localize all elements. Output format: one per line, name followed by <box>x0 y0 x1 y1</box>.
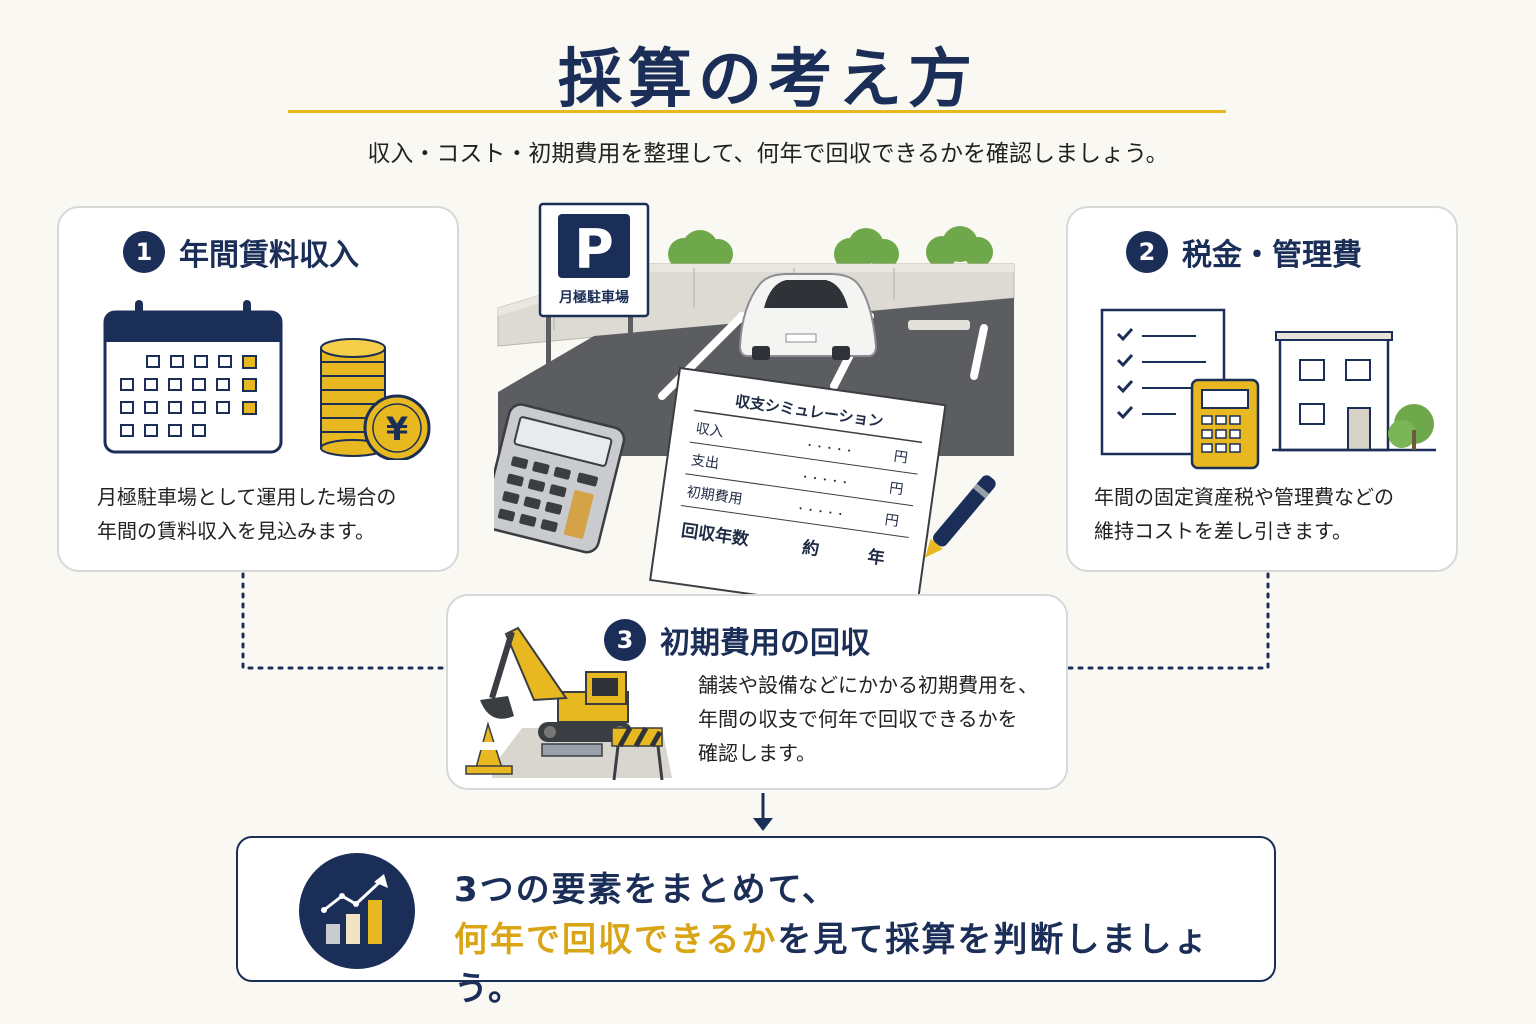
card-2-text-line: 維持コストを差し引きます。 <box>1094 519 1352 543</box>
cost-illustration <box>1100 308 1436 470</box>
card-3-text-line: 舗装や設備などにかかる初期費用を、 <box>698 673 1038 697</box>
calendar-icon <box>103 300 283 454</box>
building-icon <box>1272 331 1436 452</box>
traffic-cone-icon <box>465 721 513 775</box>
summary-line-2: 何年で回収できるかを見て採算を判断しましょう。 <box>454 912 1274 1010</box>
card-3-text-line: 確認します。 <box>698 741 816 765</box>
card-tax-management: 2 税金・管理費 <box>1066 206 1458 572</box>
parking-sign-letter: P <box>574 218 614 281</box>
card-1-title: 年間賃料収入 <box>179 238 359 273</box>
card-1-description: 月極駐車場として運用した場合の 年間の賃料収入を見込みます。 <box>97 480 396 548</box>
card-3-description: 舗装や設備などにかかる初期費用を、 年間の収支で何年で回収できるかを 確認します… <box>698 668 1038 770</box>
car-icon <box>738 273 878 360</box>
tree-icon <box>1388 404 1434 450</box>
calendar-coins-illustration: ¥ <box>103 300 431 460</box>
calculator-icon <box>1190 378 1260 470</box>
page-subtitle: 収入・コスト・初期費用を整理して、何年で回収できるかを確認しましょう。 <box>367 141 1169 167</box>
svg-text:¥: ¥ <box>386 410 408 448</box>
sheet-result-prefix: 約 <box>801 537 821 560</box>
step-2-badge: 2 <box>1126 231 1168 273</box>
title-underline <box>288 110 1226 113</box>
construction-illustration <box>465 626 672 781</box>
card-1-title-row: 1 年間賃料収入 <box>123 230 359 274</box>
card-1-text-line: 月極駐車場として運用した場合の <box>97 485 397 509</box>
calculator-icon <box>494 403 626 554</box>
card-3-title: 初期費用の回収 <box>660 626 870 661</box>
parking-sign-label: 月極駐車場 <box>558 289 629 306</box>
simulation-sheet: 収支シミュレーション 収入 ・・・・・ 円 支出 ・・・・・ 円 初期費用 ・・… <box>649 366 947 596</box>
excavator-icon <box>480 626 632 742</box>
card-1-text-line: 年間の賃料収入を見込みます。 <box>97 519 375 543</box>
card-2-description: 年間の固定資産税や管理費などの 維持コストを差し引きます。 <box>1094 480 1394 548</box>
sheet-row-unit: 円 <box>884 512 900 530</box>
barricade-icon <box>611 726 664 781</box>
card-initial-cost: 3 初期費用の回収 舗装や設備などにか <box>446 594 1068 790</box>
sheet-result-unit: 年 <box>866 546 886 569</box>
summary-line-2-rest: を見て採算を判断しましょう。 <box>454 920 1210 1009</box>
card-2-text-line: 年間の固定資産税や管理費などの <box>1094 485 1394 509</box>
summary-highlight: 何年で回収できるか <box>454 920 778 960</box>
page-title: 採算の考え方 <box>558 43 978 117</box>
card-3-title-row: 3 初期費用の回収 <box>604 618 870 662</box>
card-2-title: 税金・管理費 <box>1182 238 1362 273</box>
card-annual-rent: 1 年間賃料収入 ¥ <box>57 206 459 572</box>
sheet-row-label: 支出 <box>690 453 720 473</box>
sheet-row-unit: 円 <box>888 480 904 498</box>
yen-icon: ¥ <box>363 394 431 460</box>
pen-icon <box>925 475 996 558</box>
parking-sign: P 月極駐車場 <box>538 202 650 376</box>
step-1-badge: 1 <box>123 231 165 273</box>
card-3-text-line: 年間の収支で何年で回収できるかを <box>698 707 1018 731</box>
summary-box: 3つの要素をまとめて、 何年で回収できるかを見て採算を判断しましょう。 <box>236 836 1276 1009</box>
tree-icon <box>668 226 993 270</box>
growth-chart-icon <box>299 853 415 969</box>
card-2-title-row: 2 税金・管理費 <box>1126 230 1362 274</box>
parking-lot-illustration: P 月極駐車場 収支シミュレーション 収入 ・・・・・ 円 支出 ・・・・・ 円… <box>494 202 1015 596</box>
summary-line-1: 3つの要素をまとめて、 <box>454 870 838 910</box>
sheet-row-label: 収入 <box>695 421 725 441</box>
sheet-row-unit: 円 <box>893 449 909 467</box>
step-3-badge: 3 <box>604 619 646 661</box>
